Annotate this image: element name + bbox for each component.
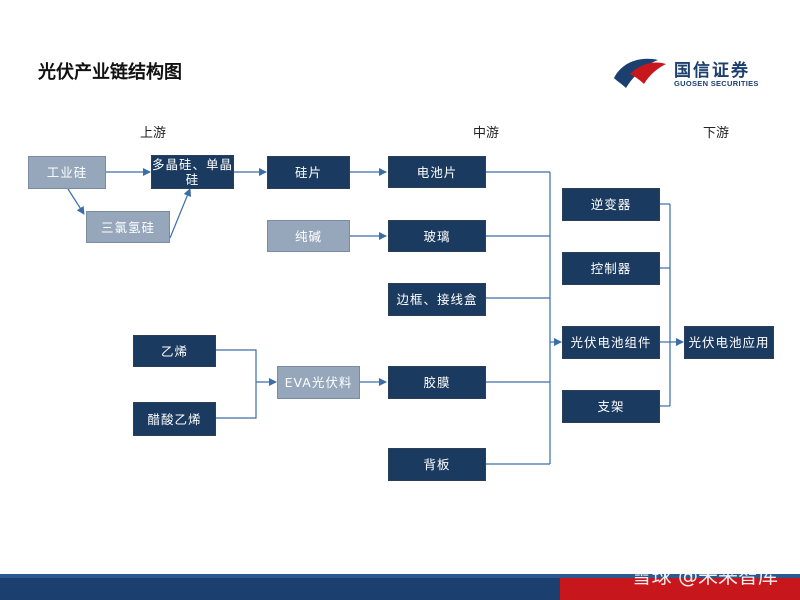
watermark: 雪球 @未来智库 <box>631 564 778 588</box>
node-backsheet: 背板 <box>388 448 486 481</box>
node-bracket: 支架 <box>562 390 660 423</box>
node-pv-application: 光伏电池应用 <box>684 326 774 359</box>
edge-industrial-to-tcs <box>67 188 85 215</box>
node-eva: EVA光伏料 <box>277 366 360 399</box>
edge-ethylene-merge <box>216 349 257 382</box>
stage-midstream-label: 中游 <box>473 126 500 141</box>
node-silicon-wafer: 硅片 <box>267 156 350 189</box>
node-poly-mono-silicon: 多晶硅、单晶硅 <box>151 155 234 189</box>
node-controller: 控制器 <box>562 252 660 285</box>
company-logo: 国信证券 GUOSEN SECURITIES <box>612 52 762 98</box>
node-frame-junction-box: 边框、接线盒 <box>388 283 486 316</box>
node-glass: 玻璃 <box>388 220 486 252</box>
node-soda-ash: 纯碱 <box>267 220 350 252</box>
node-ethylene: 乙烯 <box>133 335 216 367</box>
node-vinyl-acetate: 醋酸乙烯 <box>133 402 216 436</box>
logo-name-cn: 国信证券 <box>674 61 750 81</box>
stage-upstream-label: 上游 <box>140 126 167 141</box>
node-trichlorosilane: 三氯氢硅 <box>86 211 170 243</box>
node-film: 胶膜 <box>388 366 486 399</box>
edge-tcs-to-poly <box>169 188 192 239</box>
edge-vinyl-merge <box>216 382 257 419</box>
logo-mark-icon <box>614 58 666 88</box>
logo-name-en: GUOSEN SECURITIES <box>674 79 759 88</box>
node-industrial-silicon: 工业硅 <box>28 156 106 189</box>
footer-stripe <box>0 574 800 578</box>
node-solar-cell: 电池片 <box>388 156 486 188</box>
stage-downstream-label: 下游 <box>703 126 730 141</box>
node-pv-module: 光伏电池组件 <box>562 326 660 359</box>
footer-bar <box>0 574 800 600</box>
node-inverter: 逆变器 <box>562 188 660 221</box>
page-title: 光伏产业链结构图 <box>38 62 182 83</box>
